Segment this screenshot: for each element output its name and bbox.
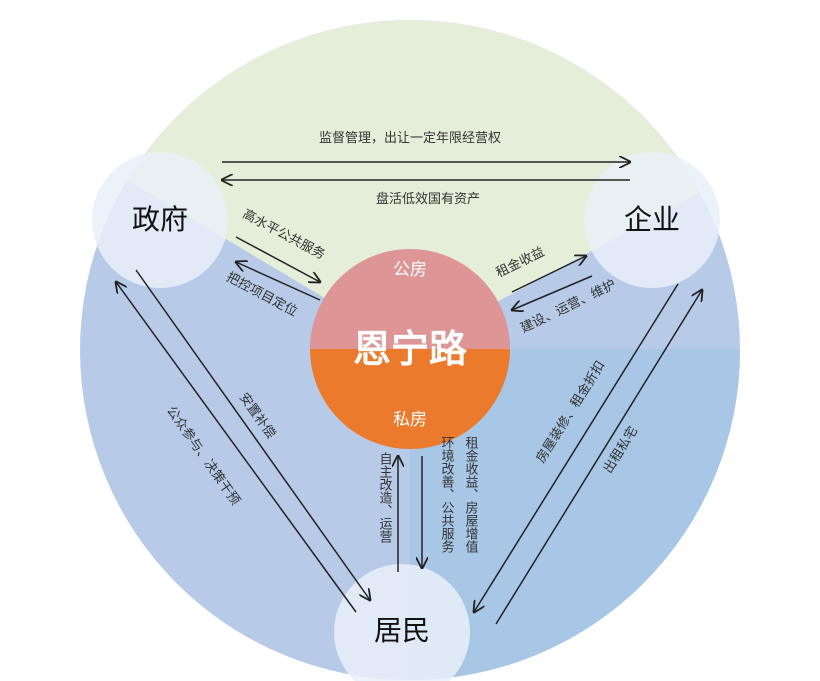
government-node [92,152,228,288]
residents-label: 居民 [374,614,430,647]
arrow-res-to-ent [495,290,702,625]
arrow-gov-to-center [235,236,320,282]
arrow-gov-to-res [135,269,370,600]
arrow-res-to-gov [116,282,357,613]
center-title: 恩宁路 [353,327,468,371]
public-housing-label: 公房 [393,260,427,280]
arrow-center-to-gov [236,262,321,301]
label-res-environment: 环境改善、公共服务 [439,436,455,553]
arrow-ent-to-center [512,275,593,310]
sector-top [80,20,740,349]
enterprise-node [584,152,720,288]
arrow-center-to-ent [511,256,586,293]
label-res-self-renovation: 自主改造、运营 [377,452,393,543]
label-res-rent-benefits: 租金收益、房屋增值 [463,436,479,554]
label-gov-to-ent: 监督管理，出让一定年限经营权 [319,130,501,146]
label-ent-to-gov: 盘活低效国有资产 [376,191,480,207]
government-label: 政府 [132,203,188,236]
private-housing-label: 私房 [393,410,427,430]
enterprise-label: 企业 [624,203,680,236]
arrow-ent-to-res [474,283,679,612]
